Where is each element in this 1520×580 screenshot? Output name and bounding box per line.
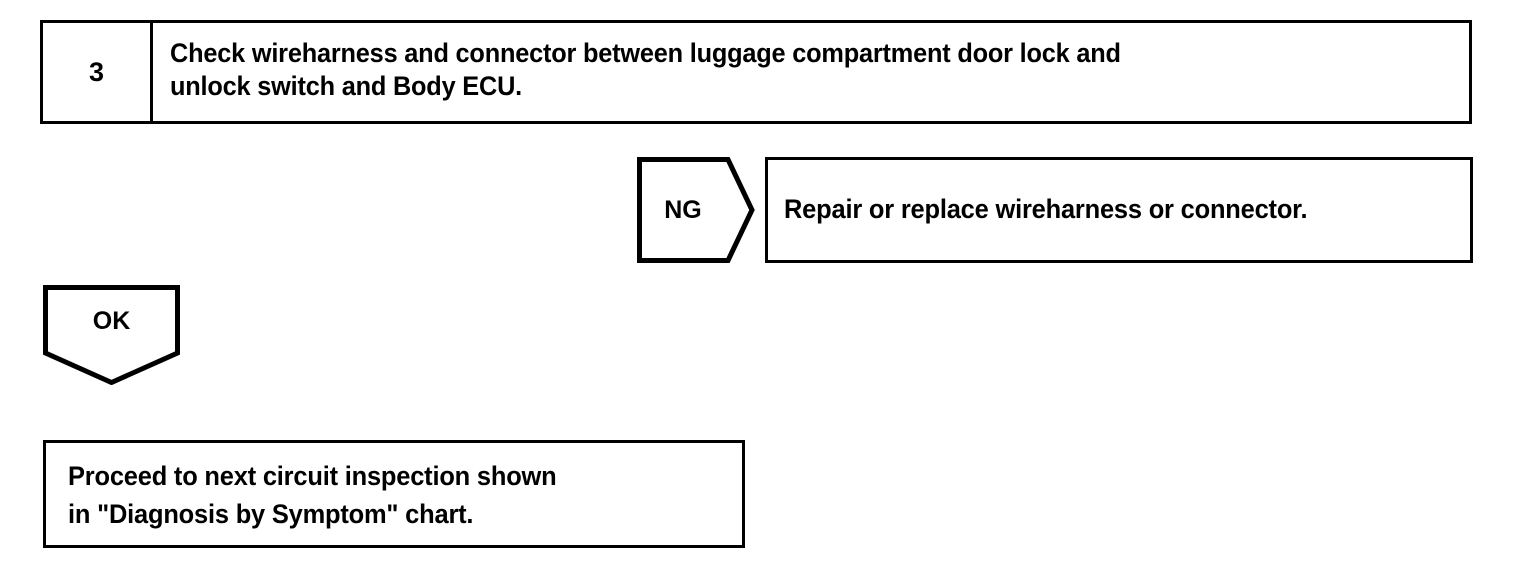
ng-branch: NG Repair or replace wireharness or conn…	[637, 157, 1473, 263]
result-text-line-2: in "Diagnosis by Symptom" chart.	[68, 499, 474, 530]
step-number-cell: 3	[43, 23, 153, 121]
ng-result-text: Repair or replace wireharness or connect…	[784, 194, 1308, 225]
ng-result-box: Repair or replace wireharness or connect…	[765, 157, 1473, 263]
result-box: Proceed to next circuit inspection shown…	[43, 440, 745, 548]
step-number: 3	[88, 56, 105, 87]
step-instruction-line-2: unlock switch and Body ECU.	[170, 71, 523, 102]
ng-arrow-icon	[637, 157, 755, 263]
step-instruction-cell: Check wireharness and connector between …	[153, 23, 1469, 121]
result-text-line-1: Proceed to next circuit inspection shown	[68, 461, 557, 491]
ok-arrow-icon	[43, 285, 180, 385]
step-instruction-line-1: Check wireharness and connector between …	[170, 38, 1121, 68]
step-box: 3 Check wireharness and connector betwee…	[40, 20, 1472, 124]
